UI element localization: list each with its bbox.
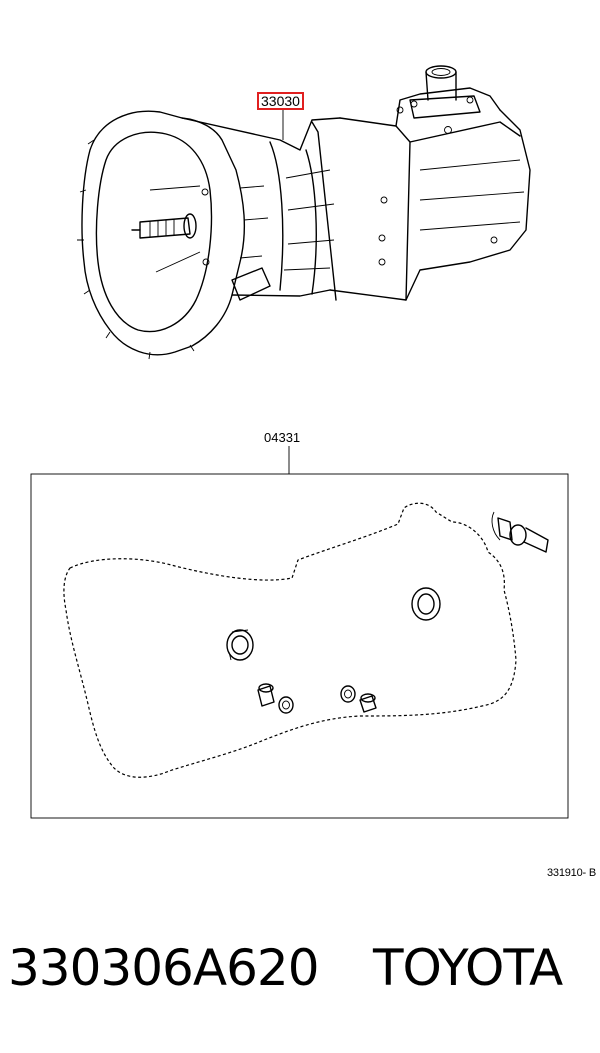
transmission-assembly-drawing (77, 65, 531, 360)
diagram-reference-code: 331910- B (547, 867, 596, 879)
part-number-title: 330306A620 (8, 939, 320, 997)
gasket-kit-frame (30, 473, 569, 819)
callout-04331[interactable]: 04331 (264, 430, 301, 445)
brand-name: TOYOTA (373, 939, 563, 997)
gasket-kit-drawing (30, 446, 569, 819)
callout-33030[interactable]: 33030 (257, 92, 304, 110)
